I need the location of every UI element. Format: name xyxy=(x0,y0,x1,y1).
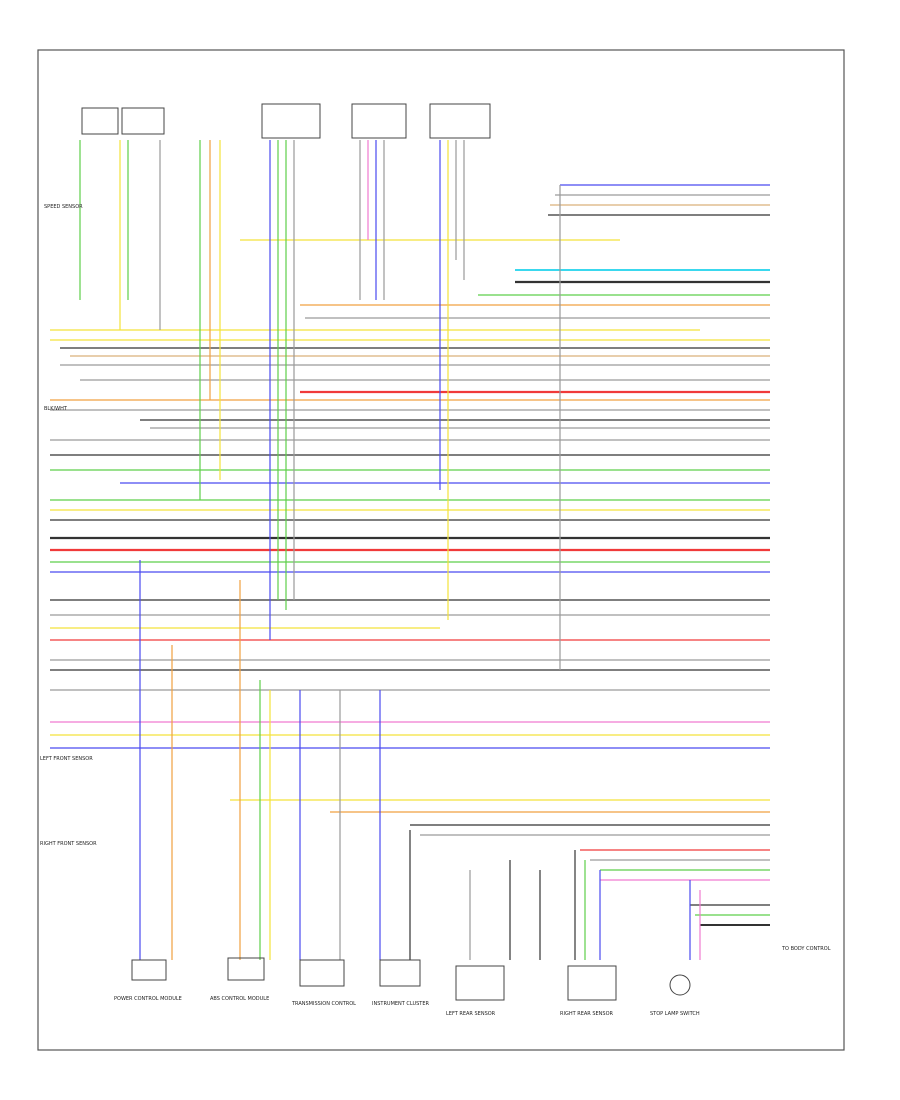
comp-stop-lamp xyxy=(669,974,691,996)
bottom-components xyxy=(131,957,691,1001)
comp-power-control xyxy=(131,959,167,981)
right-label: TO BODY CONTROL xyxy=(781,946,831,952)
bottom-label-inst: INSTRUMENT CLUSTER xyxy=(372,1001,430,1007)
comp-right-rear xyxy=(567,965,617,1001)
connector-3 xyxy=(261,103,321,139)
comp-transmission xyxy=(299,959,345,987)
left-label-rf: RIGHT FRONT SENSOR xyxy=(40,841,97,847)
bottom-label-trans: TRANSMISSION CONTROL xyxy=(291,1001,356,1007)
connector-2 xyxy=(121,107,165,135)
diagram-frame xyxy=(37,49,845,1051)
connector-4 xyxy=(351,103,407,139)
comp-instrument xyxy=(379,959,421,987)
vertical-wires xyxy=(79,140,701,960)
top-connectors xyxy=(81,103,491,139)
bottom-label-abs: ABS CONTROL MODULE xyxy=(210,996,269,1002)
comp-left-rear xyxy=(455,965,505,1001)
bottom-label-stop: STOP LAMP SWITCH xyxy=(650,1011,700,1017)
bottom-label-power: POWER CONTROL MODULE xyxy=(114,996,182,1002)
bottom-label-lr: LEFT REAR SENSOR xyxy=(446,1011,496,1017)
left-label-lf: LEFT FRONT SENSOR xyxy=(40,756,93,762)
connector-1 xyxy=(81,107,119,135)
horizontal-wires xyxy=(50,184,770,926)
left-label-brake: BLK/WHT xyxy=(44,406,68,412)
comp-abs xyxy=(227,957,265,981)
bottom-label-rr: RIGHT REAR SENSOR xyxy=(560,1011,614,1017)
connector-5 xyxy=(429,103,491,139)
left-label-speed: SPEED SENSOR xyxy=(44,204,83,210)
